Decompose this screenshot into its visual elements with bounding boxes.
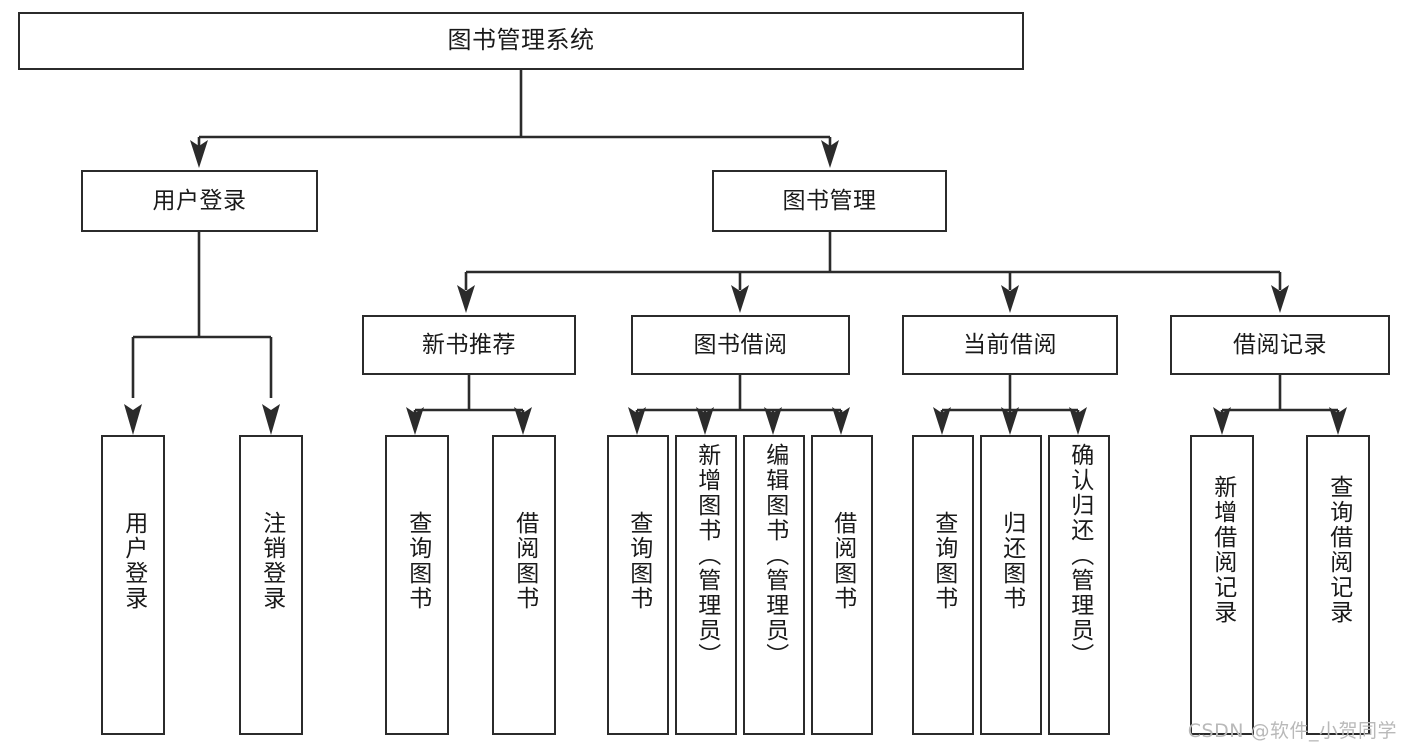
leaf-new-book-borrow[interactable]: 借阅图书 <box>492 435 556 735</box>
node-root-system[interactable]: 图书管理系统 <box>18 12 1024 70</box>
leaf-borrow-record-add[interactable]: 新增借阅记录 <box>1190 435 1254 735</box>
node-label: 借阅图书 <box>511 511 538 611</box>
node-label: 用户登录 <box>152 187 247 214</box>
node-label: 归还图书 <box>998 511 1025 611</box>
leaf-book-borrow-edit[interactable]: 编辑图书（管理员） <box>743 435 805 735</box>
leaf-book-borrow-borrow[interactable]: 借阅图书 <box>811 435 873 735</box>
node-new-book-recommend[interactable]: 新书推荐 <box>362 315 576 375</box>
node-label: 确认归还（管理员） <box>1066 443 1093 668</box>
node-label: 新增借阅记录 <box>1209 475 1236 625</box>
node-user-login[interactable]: 用户登录 <box>81 170 318 232</box>
node-book-borrow[interactable]: 图书借阅 <box>631 315 850 375</box>
node-label: 编辑图书（管理员） <box>761 443 788 668</box>
watermark-text: CSDN @软件_小贺同学 <box>1187 720 1397 742</box>
node-label: 借阅记录 <box>1233 331 1327 358</box>
leaf-borrow-record-query[interactable]: 查询借阅记录 <box>1306 435 1370 735</box>
node-current-borrow[interactable]: 当前借阅 <box>902 315 1118 375</box>
node-book-management[interactable]: 图书管理 <box>712 170 947 232</box>
leaf-new-book-query[interactable]: 查询图书 <box>385 435 449 735</box>
leaf-current-borrow-return[interactable]: 归还图书 <box>980 435 1042 735</box>
node-label: 查询图书 <box>930 511 957 611</box>
node-label: 用户登录 <box>120 511 147 611</box>
leaf-user-login-logout[interactable]: 注销登录 <box>239 435 303 735</box>
leaf-current-borrow-query[interactable]: 查询图书 <box>912 435 974 735</box>
node-label: 查询图书 <box>625 511 652 611</box>
node-label: 图书管理系统 <box>447 26 595 55</box>
leaf-user-login-login[interactable]: 用户登录 <box>101 435 165 735</box>
node-label: 当前借阅 <box>963 331 1057 358</box>
node-label: 查询借阅记录 <box>1325 475 1352 625</box>
leaf-book-borrow-add[interactable]: 新增图书（管理员） <box>675 435 737 735</box>
node-borrow-record[interactable]: 借阅记录 <box>1170 315 1390 375</box>
node-label: 借阅图书 <box>829 511 856 611</box>
leaf-book-borrow-query[interactable]: 查询图书 <box>607 435 669 735</box>
node-label: 图书管理 <box>782 187 877 214</box>
node-label: 新书推荐 <box>422 331 516 358</box>
leaf-current-borrow-confirm[interactable]: 确认归还（管理员） <box>1048 435 1110 735</box>
node-label: 图书借阅 <box>693 331 788 358</box>
node-label: 查询图书 <box>404 511 431 611</box>
node-label: 新增图书（管理员） <box>693 443 720 668</box>
node-label: 注销登录 <box>258 511 285 611</box>
